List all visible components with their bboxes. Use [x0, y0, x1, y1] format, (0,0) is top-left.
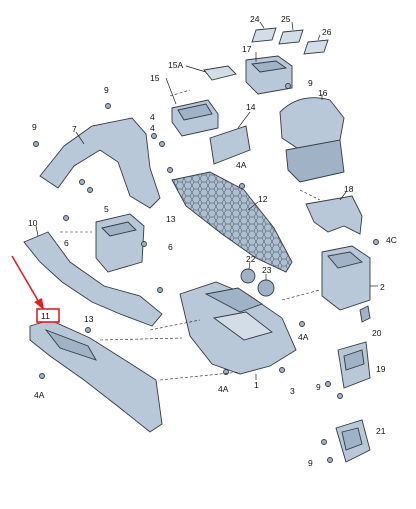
label-18: 18 [344, 184, 354, 194]
part-1-main-console [179, 281, 297, 380]
label-1: 1 [254, 380, 259, 390]
label-2: 2 [380, 282, 385, 292]
label-9-lower: 9 [316, 382, 321, 392]
label-4-a: 4 [150, 112, 155, 122]
label-6-right: 6 [168, 242, 173, 252]
label-7: 7 [72, 124, 77, 134]
part-11-side-panel [29, 319, 163, 433]
label-4A-mid: 4A [236, 160, 247, 170]
callout-labels: 24 25 17 26 15A 15 9 16 9 4 4 14 7 9 4A … [28, 14, 397, 468]
fasteners [33, 83, 379, 463]
part-12-hex-panel [171, 171, 293, 273]
part-5-module [95, 213, 145, 273]
label-4-b: 4 [150, 123, 155, 133]
label-24: 24 [250, 14, 260, 24]
label-9-top: 9 [308, 78, 313, 88]
part-25-tray [278, 21, 304, 45]
label-4A-bottom: 4A [218, 384, 229, 394]
label-4A-right: 4A [298, 332, 309, 342]
dashed-leaders [60, 89, 321, 381]
highlight-marker [11, 255, 60, 323]
label-13-top: 13 [166, 214, 176, 224]
label-26: 26 [322, 27, 332, 37]
label-25: 25 [281, 14, 291, 24]
label-17: 17 [242, 44, 252, 54]
part-16-lid [279, 94, 345, 183]
label-9-far-left: 9 [32, 122, 37, 132]
label-5: 5 [104, 204, 109, 214]
label-4A-left: 4A [34, 390, 45, 400]
part-19-vent [337, 341, 371, 389]
label-3: 3 [290, 386, 295, 396]
part-15-tray [165, 77, 219, 137]
label-13-bottom: 13 [84, 314, 94, 324]
part-20-clip [359, 305, 371, 323]
label-15: 15 [150, 73, 160, 83]
label-16: 16 [318, 88, 328, 98]
label-9-bottom: 9 [308, 458, 313, 468]
label-6-left: 6 [64, 238, 69, 248]
part-22-disc [240, 261, 256, 284]
label-4C: 4C [386, 235, 397, 245]
label-9-left: 9 [104, 85, 109, 95]
part-21-cover [335, 419, 371, 463]
part-7-trim [39, 117, 161, 209]
label-12: 12 [258, 194, 268, 204]
label-23: 23 [262, 265, 272, 275]
label-19: 19 [376, 364, 386, 374]
label-21: 21 [376, 426, 386, 436]
part-18-bracket [305, 191, 363, 235]
part-23-disc [257, 274, 275, 297]
part-10-strip [23, 225, 163, 327]
part-14-bracket [209, 111, 251, 165]
part-2-housing [321, 245, 378, 311]
part-15A-mat [185, 65, 237, 81]
part-24-tray [251, 21, 277, 43]
part-26-tray [303, 34, 329, 55]
label-14: 14 [246, 102, 256, 112]
label-11: 11 [41, 311, 50, 321]
part-17-storage-box [245, 52, 293, 95]
label-20: 20 [372, 328, 382, 338]
label-15A: 15A [168, 60, 183, 70]
label-10: 10 [28, 218, 38, 228]
label-22: 22 [246, 254, 256, 264]
